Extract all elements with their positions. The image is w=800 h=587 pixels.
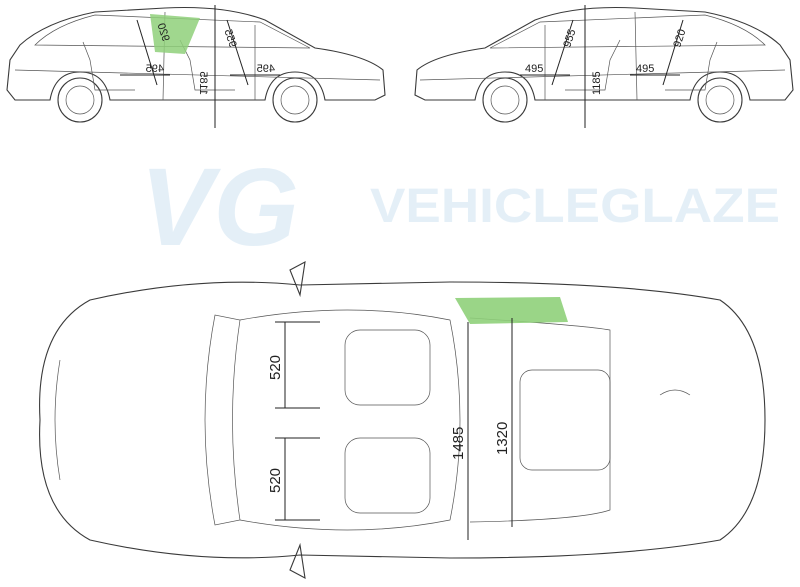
label-seat-width-lower: 520 [267,468,284,493]
side-view-left: 955 920 495 495 1185 [6,4,386,129]
watermark: VG VEHICLEGLAZE [140,146,780,269]
label-hip-width: 1320 [494,422,511,455]
highlighted-glass [150,14,200,54]
label-rear-diag: 920 [671,28,688,49]
watermark-logo: VG [140,146,299,269]
label-front-diag: 955 [561,28,578,49]
label-rear-seat-depth: 495 [146,63,164,75]
label-shoulder-width: 1485 [450,427,467,460]
highlighted-glass [455,297,568,324]
top-view: 520 520 1485 1320 [39,260,766,580]
side-view-right: 955 920 495 495 1185 [414,4,794,129]
label-front-seat-depth: 495 [525,63,543,75]
label-height: 1185 [591,71,603,95]
label-front-diag: 955 [221,28,238,49]
label-front-seat-depth: 495 [257,63,275,75]
label-height: 1185 [197,71,209,95]
watermark-text: VEHICLEGLAZE [370,180,780,233]
label-window-height: 920 [154,22,171,43]
label-rear-seat-depth: 495 [636,63,654,75]
label-seat-width-upper: 520 [267,355,284,380]
